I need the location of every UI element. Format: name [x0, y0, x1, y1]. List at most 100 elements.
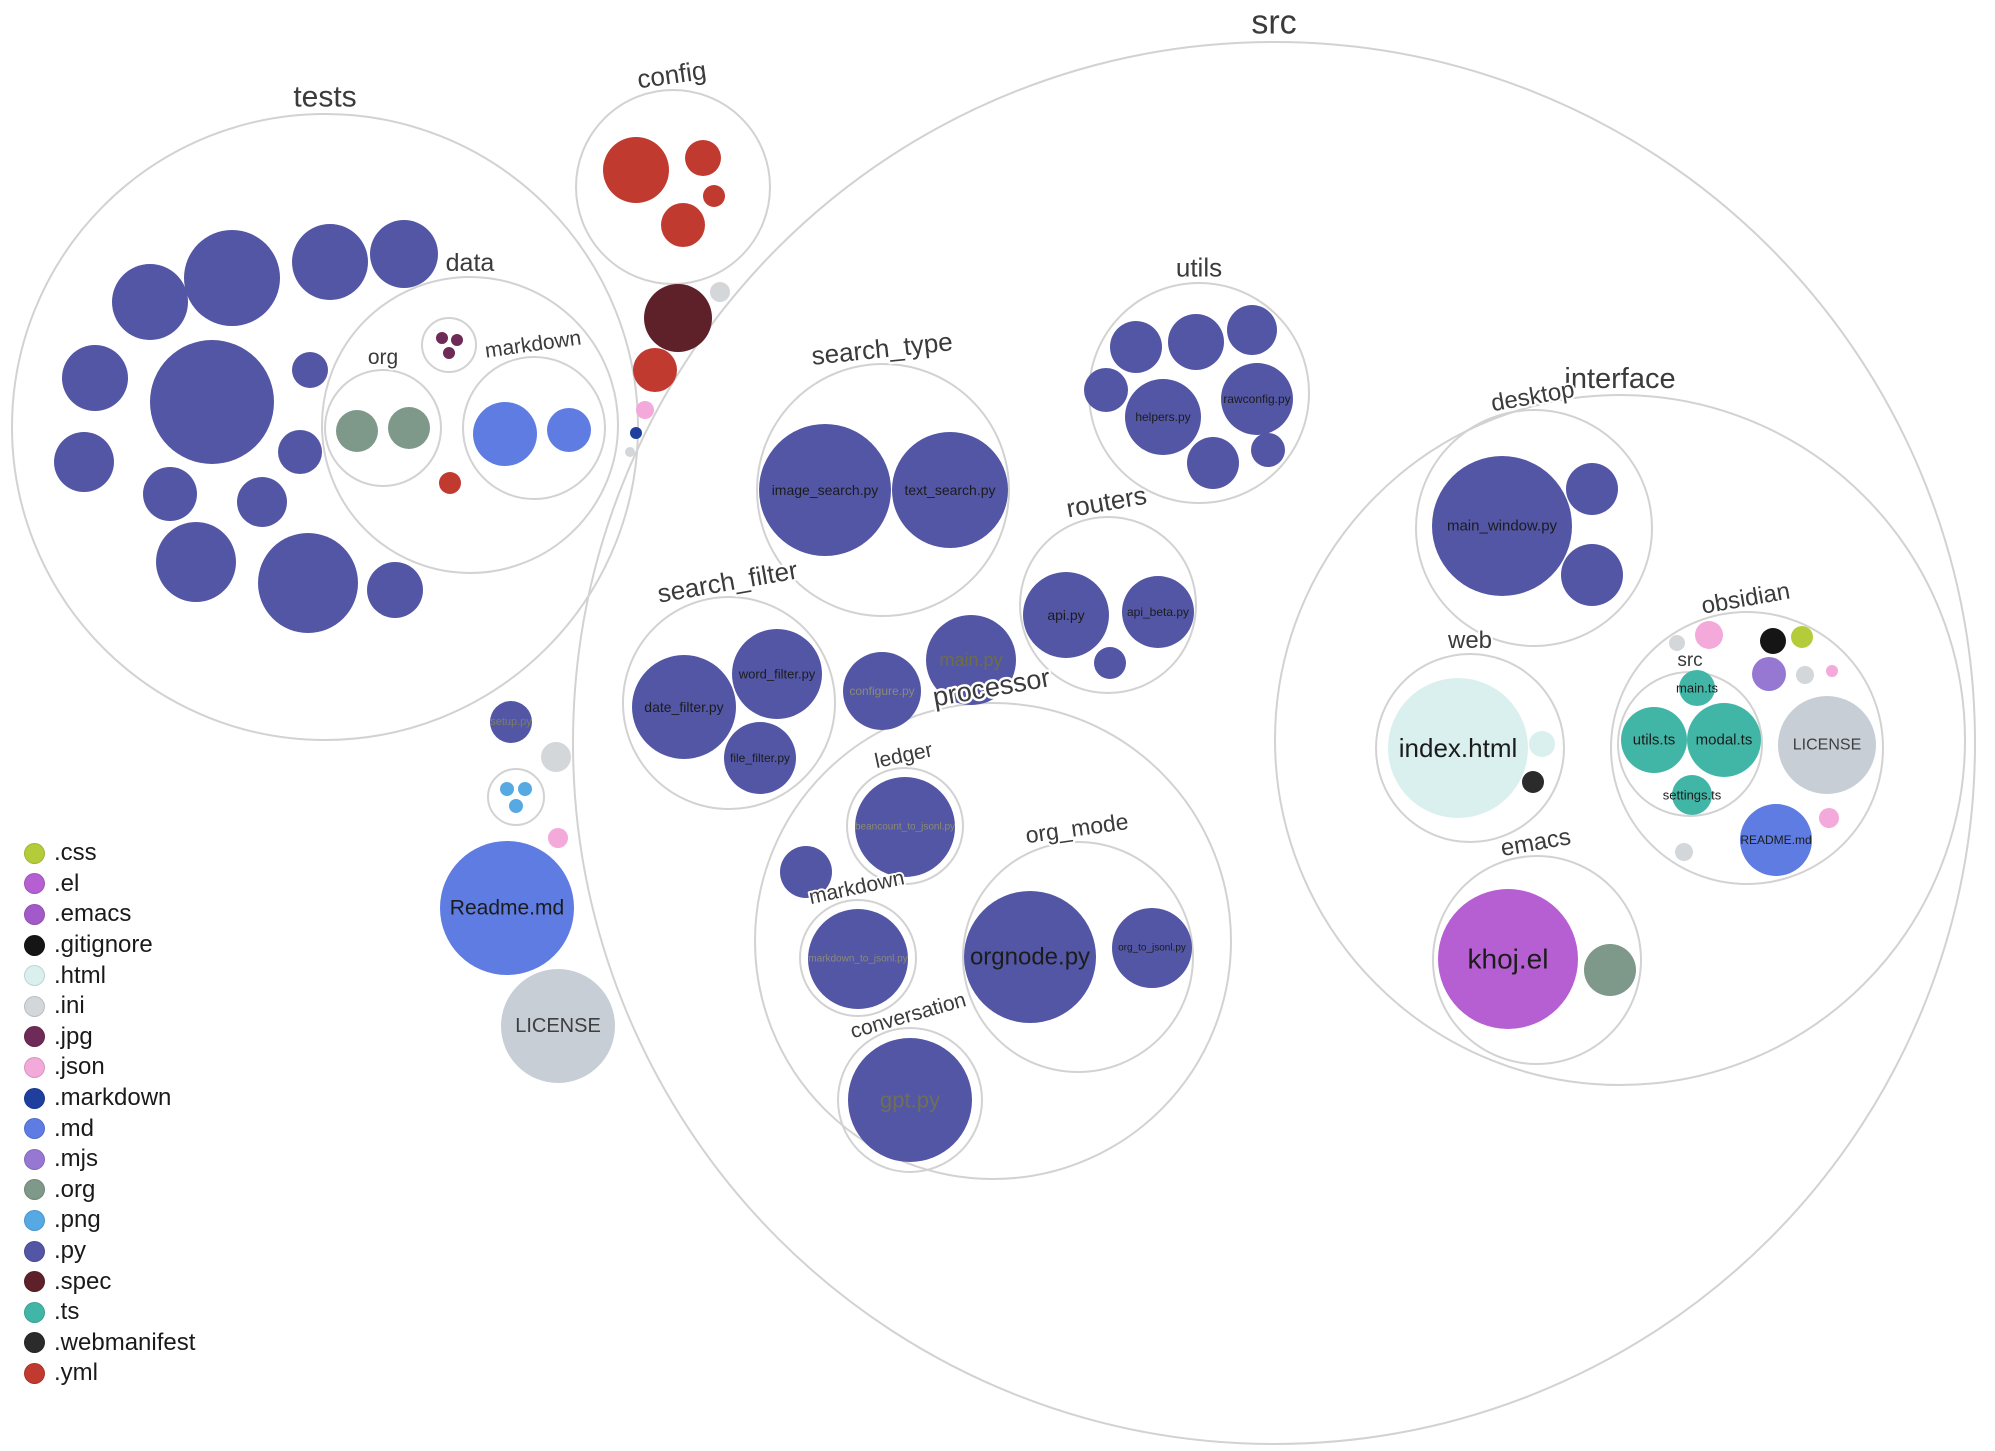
legend-label: .markdown	[54, 1084, 172, 1112]
file-circle-.py	[1251, 433, 1285, 467]
file-label-gpt.py: gpt.py	[880, 1088, 940, 1113]
file-circle-setup.py	[490, 701, 532, 743]
file-circle-Readme.md	[440, 841, 574, 975]
file-label-file_filter.py: file_filter.py	[730, 751, 790, 765]
legend-swatch-.spec	[24, 1271, 45, 1293]
legend-swatch-.ts	[24, 1301, 45, 1323]
file-label-word_filter.py: word_filter.py	[738, 667, 816, 682]
file-circle-.py	[1110, 321, 1162, 373]
file-circle-.png	[509, 799, 523, 813]
file-circle-image_search.py	[759, 424, 891, 556]
legend-item: .yml	[24, 1358, 195, 1389]
file-circle-main.py	[926, 615, 1016, 705]
file-circle-.json	[636, 401, 654, 419]
folder-circle-ledger	[846, 767, 964, 885]
file-circle-README.md	[1740, 804, 1812, 876]
file-circle-.py	[1227, 305, 1277, 355]
file-circle-.py	[54, 432, 114, 492]
legend-swatch-.md	[24, 1118, 45, 1140]
file-circle-.py	[278, 430, 322, 474]
file-circle-.png	[500, 782, 514, 796]
file-circle-.py	[150, 340, 274, 464]
folder-circle-routers	[1019, 516, 1197, 694]
file-label-configure.py: configure.py	[849, 684, 914, 698]
file-label-main.ts: main.ts	[1676, 681, 1718, 696]
file-circle-.py	[1094, 647, 1126, 679]
legend-swatch-.json	[24, 1056, 45, 1078]
file-label-modal.ts: modal.ts	[1696, 732, 1753, 749]
file-circle-file_filter.py	[724, 722, 796, 794]
file-label-image_search.py: image_search.py	[772, 482, 879, 498]
file-circle-.org	[336, 410, 378, 452]
file-label-orgnode.py: orgnode.py	[970, 944, 1090, 971]
legend-item: .ts	[24, 1297, 195, 1328]
file-circle-.py	[780, 846, 832, 898]
folder-circles	[11, 41, 1976, 1445]
file-circle-.ini	[1669, 635, 1685, 651]
folder-circle-markdown	[462, 356, 606, 500]
file-circle-.json	[1826, 665, 1838, 677]
file-circle-markdown_to_jsonl.py	[808, 909, 908, 1009]
file-circle-.jpg	[436, 332, 448, 344]
file-circle-.py	[292, 224, 368, 300]
legend-label: .md	[54, 1114, 95, 1142]
file-label-date_filter.py: date_filter.py	[644, 699, 723, 715]
legend-swatch-.html	[24, 965, 45, 987]
legend-label: .jpg	[54, 1022, 93, 1050]
file-circle-.gitignore	[1760, 628, 1786, 654]
legend-label: .ts	[54, 1298, 80, 1326]
file-circle-index.html	[1388, 678, 1528, 818]
legend-swatch-.markdown	[24, 1087, 45, 1109]
file-label-README.md: README.md	[1740, 833, 1811, 847]
legend-item: .png	[24, 1205, 195, 1236]
file-circle-rawconfig.py	[1221, 363, 1293, 435]
file-circle-khoj.el	[1438, 889, 1578, 1029]
legend-item: .emacs	[24, 899, 195, 930]
folder-circle-src	[572, 41, 1976, 1445]
file-circle-orgnode.py	[964, 891, 1096, 1023]
legend-label: .emacs	[54, 900, 132, 928]
legend-swatch-.org	[24, 1179, 45, 1201]
file-circle-.yml	[703, 185, 725, 207]
file-circle-.py	[143, 467, 197, 521]
folder-circle-markdown	[799, 899, 917, 1017]
file-label-index.html: index.html	[1399, 733, 1518, 763]
file-circle-main_window.py	[1432, 456, 1572, 596]
folder-circle-search_filter	[622, 596, 836, 810]
legend-item: .org	[24, 1175, 195, 1206]
folder-circle-tests	[11, 113, 639, 741]
legend-item: .json	[24, 1052, 195, 1083]
folder-circle-desktop	[1415, 409, 1653, 647]
file-label-setup.py: setup.py	[490, 716, 532, 728]
file-circle-LICENSE	[501, 969, 615, 1083]
file-label-api.py: api.py	[1047, 607, 1084, 623]
file-circle-.py	[258, 533, 358, 633]
folder-label-obsidian: obsidian	[1699, 578, 1792, 620]
file-label-org_to_jsonl.py: org_to_jsonl.py	[1118, 943, 1186, 954]
file-label-utils.ts: utils.ts	[1633, 732, 1676, 749]
file-circle-api_beta.py	[1122, 576, 1194, 648]
legend-swatch-.webmanifest	[24, 1332, 45, 1354]
folder-circle-org	[324, 369, 442, 487]
file-circle-helpers.py	[1125, 379, 1201, 455]
file-circle-beancount_to_jsonl.py	[855, 777, 955, 877]
legend-swatch-.py	[24, 1240, 45, 1262]
file-label-beancount_to_jsonl.py: beancount_to_jsonl.py	[855, 822, 955, 833]
folder-circle-config	[575, 89, 771, 285]
folder-circle-conversation	[837, 1027, 983, 1173]
file-circle-.ini	[541, 742, 571, 772]
file-circle-.jpg	[443, 347, 455, 359]
legend-label: .css	[54, 839, 97, 867]
folder-circle-processor	[754, 702, 1232, 1180]
file-circle-settings.ts	[1672, 775, 1712, 815]
file-circle-.py	[62, 345, 128, 411]
legend-swatch-.emacs	[24, 903, 45, 925]
folder-circle-interface	[1274, 394, 1966, 1086]
folder-circle-web	[1375, 653, 1565, 843]
file-label-main.py: main.py	[939, 650, 1002, 670]
file-circle-.yml	[661, 203, 705, 247]
legend-label: .yml	[54, 1359, 98, 1387]
folder-label-src: src	[1677, 650, 1702, 671]
file-circle-.ini	[1675, 843, 1693, 861]
folder-circle-search_type	[756, 363, 1010, 617]
